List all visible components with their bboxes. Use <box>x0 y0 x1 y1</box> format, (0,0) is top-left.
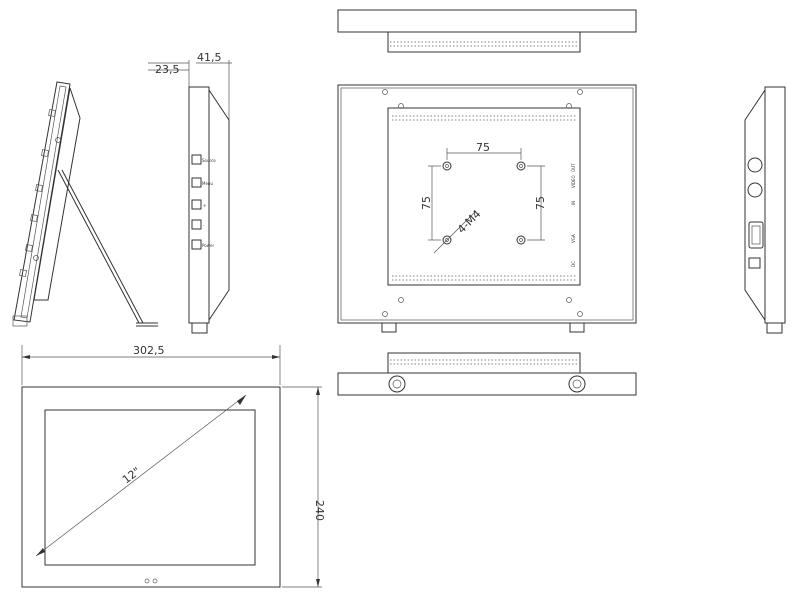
port-label-video: VIDEO <box>571 175 576 188</box>
side-view-buttons: 23,5 41,5 Source Menu + - Power <box>148 51 232 334</box>
side-view-with-stand <box>12 81 158 327</box>
height-label: 240 <box>313 500 326 521</box>
front-view: 302,5 240 12" <box>21 344 326 588</box>
port-label-in: IN <box>571 201 576 205</box>
vesa-vertical-right-label: 75 <box>534 196 547 210</box>
button-label-source: Source <box>202 158 216 163</box>
screw-spec-label: 4-M4 <box>455 208 484 237</box>
port-label-vga: VGA <box>571 234 576 243</box>
bottom-view <box>337 352 637 396</box>
button-label-menu: Menu <box>202 181 213 186</box>
right-side-view <box>744 86 786 334</box>
port-label-out: OUT <box>571 163 576 172</box>
diagonal-label: 12" <box>120 465 143 487</box>
depth-body-label: 23,5 <box>155 63 180 76</box>
vesa-vertical-left-label: 75 <box>420 196 433 210</box>
button-label-plus: + <box>203 203 206 208</box>
width-label: 302,5 <box>133 344 165 357</box>
depth-total-label: 41,5 <box>197 51 222 64</box>
vesa-horizontal-label: 75 <box>476 141 490 154</box>
port-label-dc: DC <box>571 261 576 267</box>
rear-view: 75 75 75 4-M4 VIDEO OUT IN VGA DC <box>337 84 637 333</box>
top-view <box>337 9 637 53</box>
button-label-minus: - <box>203 223 205 228</box>
button-label-power: Power <box>202 243 214 248</box>
